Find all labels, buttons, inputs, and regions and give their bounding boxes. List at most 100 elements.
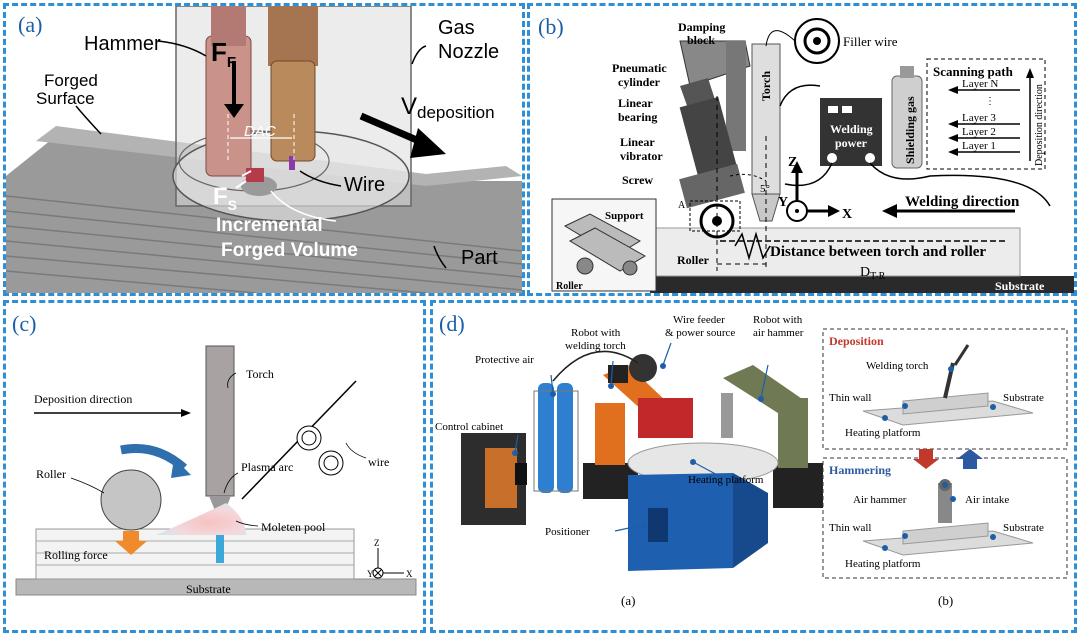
- filler-wire-label: Filler wire: [843, 34, 898, 49]
- panel-c-label: (c): [12, 311, 36, 336]
- incremental-label: Incremental: [216, 215, 323, 236]
- sub-b-label: (b): [938, 593, 953, 608]
- plasma-arc: [216, 513, 224, 563]
- angle-label: 5°: [760, 183, 770, 195]
- substrate-bar: [650, 276, 1074, 293]
- deposition-direction-label: Deposition direction: [1034, 84, 1045, 166]
- dtr-label: DT-R: [860, 265, 886, 282]
- protective-air-label: Protective air: [475, 354, 534, 366]
- positioner: [628, 473, 733, 571]
- heating-platform-2-label: Heating platform: [845, 558, 921, 570]
- support-label: Support: [605, 210, 644, 222]
- layer-1-label: Layer 1: [962, 140, 996, 152]
- molten-pool: [156, 503, 246, 535]
- linear-bearing-label-2: bearing: [618, 110, 657, 124]
- deposition-direction-c-label: Deposition direction: [34, 392, 132, 406]
- panel-b-figure: ⋮ (b) Damping block Pneumatic cylinder L…: [538, 14, 1074, 293]
- welding-torch-label: Welding torch: [866, 360, 929, 372]
- plasma-arc-label: Plasma arc: [241, 460, 293, 474]
- wire-feeder: [638, 398, 693, 438]
- thin-wall-label: Thin wall: [829, 392, 871, 404]
- welding-direction-label: Welding direction: [905, 194, 1020, 210]
- robot-hammer-label-2: air hammer: [753, 327, 804, 339]
- panel-d: (d) Robot with welding torch Wire feeder…: [430, 300, 1077, 633]
- z-c-label: Z: [374, 538, 380, 548]
- scanning-path-title: Scanning path: [933, 64, 1014, 79]
- layer-3-label: Layer 3: [962, 112, 996, 124]
- panel-b-label: (b): [538, 14, 564, 39]
- roller-b-label: Roller: [677, 253, 710, 267]
- deposition-inset: [822, 328, 1068, 450]
- panel-a: (a) Hammer FF Gas Nozzle Forged Surface …: [3, 3, 525, 296]
- robot-torch-label-1: Robot with: [571, 327, 621, 339]
- air-intake-label: Air intake: [965, 494, 1009, 506]
- linear-vibrator-label-1: Linear: [620, 135, 655, 149]
- robot-torch-label-2: welding torch: [565, 340, 626, 352]
- forged-label: Forged: [44, 71, 98, 90]
- nozzle-label: Nozzle: [438, 41, 499, 63]
- panel-d-label: (d): [439, 311, 465, 336]
- thin-wall-2-label: Thin wall: [829, 522, 871, 534]
- svg-text:⋮: ⋮: [985, 96, 995, 107]
- layer-n-label: Layer N: [962, 78, 998, 90]
- positioner-label: Positioner: [545, 526, 590, 538]
- panel-c: (c) Torch Deposition direction wire Plas…: [3, 300, 426, 633]
- wire-tip: [289, 156, 295, 170]
- welding-power-label-2: power: [835, 136, 868, 150]
- torch-body: [270, 60, 316, 162]
- gas-bottle-1: [538, 383, 554, 493]
- pneumatic-label-1: Pneumatic: [612, 61, 667, 75]
- robot-hammer-label-1: Robot with: [753, 314, 803, 326]
- layer-2-label: Layer 2: [962, 126, 996, 138]
- rolling-force-label: Rolling force: [44, 548, 108, 562]
- substrate-2-label: Substrate: [1003, 522, 1044, 534]
- panel-a-figure: (a) Hammer FF Gas Nozzle Forged Surface …: [6, 6, 522, 293]
- roller-c: [100, 469, 162, 531]
- deposition-title: Deposition: [829, 334, 884, 348]
- z-axis-label: Z: [788, 155, 797, 170]
- gas-label: Gas: [438, 17, 475, 39]
- welding-power-label-1: Welding: [830, 122, 873, 136]
- torch-b: [751, 43, 781, 195]
- inset-roller-label: Roller: [556, 281, 583, 292]
- ff-label: FF: [211, 37, 236, 71]
- heating-platform-inset-label: Heating platform: [845, 427, 921, 439]
- torch-c-label: Torch: [246, 367, 274, 381]
- vdep-label: Vdeposition: [401, 93, 495, 122]
- control-cabinet-label: Control cabinet: [435, 421, 503, 433]
- heating-platform-d-label: Heating platform: [688, 474, 764, 486]
- x-c-label: X: [406, 569, 413, 579]
- linear-vibrator-label-2: vibrator: [620, 149, 663, 163]
- linear-bearing-label-1: Linear: [618, 96, 653, 110]
- sub-a-label: (a): [621, 593, 635, 608]
- substrate-b-label: Substrate: [995, 279, 1045, 293]
- hammer-label: Hammer: [84, 33, 161, 55]
- hammering-title: Hammering: [829, 463, 891, 477]
- distance-label: Distance between torch and roller: [770, 244, 986, 260]
- x-axis-label: X: [842, 207, 852, 222]
- part-label: Part: [461, 247, 498, 269]
- pneumatic-label-2: cylinder: [618, 75, 661, 89]
- panel-c-figure: (c) Torch Deposition direction wire Plas…: [12, 311, 417, 596]
- panel-d-figure: (d) Robot with welding torch Wire feeder…: [435, 311, 1068, 608]
- molten-pool-label: Moleten pool: [261, 520, 326, 534]
- wire-feeder-label-2: & power source: [665, 327, 735, 339]
- y-c-label: Y: [367, 569, 374, 579]
- air-hammer-label: Air hammer: [853, 494, 907, 506]
- dac-label: DAC: [244, 123, 276, 140]
- hammering-inset: [822, 457, 1068, 579]
- shielding-gas-label: Shielding gas: [903, 96, 917, 164]
- a-mark-label: A: [678, 200, 686, 211]
- substrate-c-label: Substrate: [186, 582, 231, 596]
- substrate-d-label: Substrate: [1003, 392, 1044, 404]
- gas-bottle-2: [557, 383, 573, 493]
- welding-robot: [595, 403, 625, 465]
- damping-label-2: block: [687, 33, 715, 47]
- surface-label: Surface: [36, 89, 95, 108]
- roller-c-label: Roller: [36, 467, 66, 481]
- y-axis-label: Y: [778, 195, 788, 210]
- torch-b-label: Torch: [759, 71, 773, 101]
- panel-b: ⋮ (b) Damping block Pneumatic cylinder L…: [527, 3, 1077, 296]
- torch-c: [205, 345, 235, 497]
- fs-label: FS: [213, 183, 237, 213]
